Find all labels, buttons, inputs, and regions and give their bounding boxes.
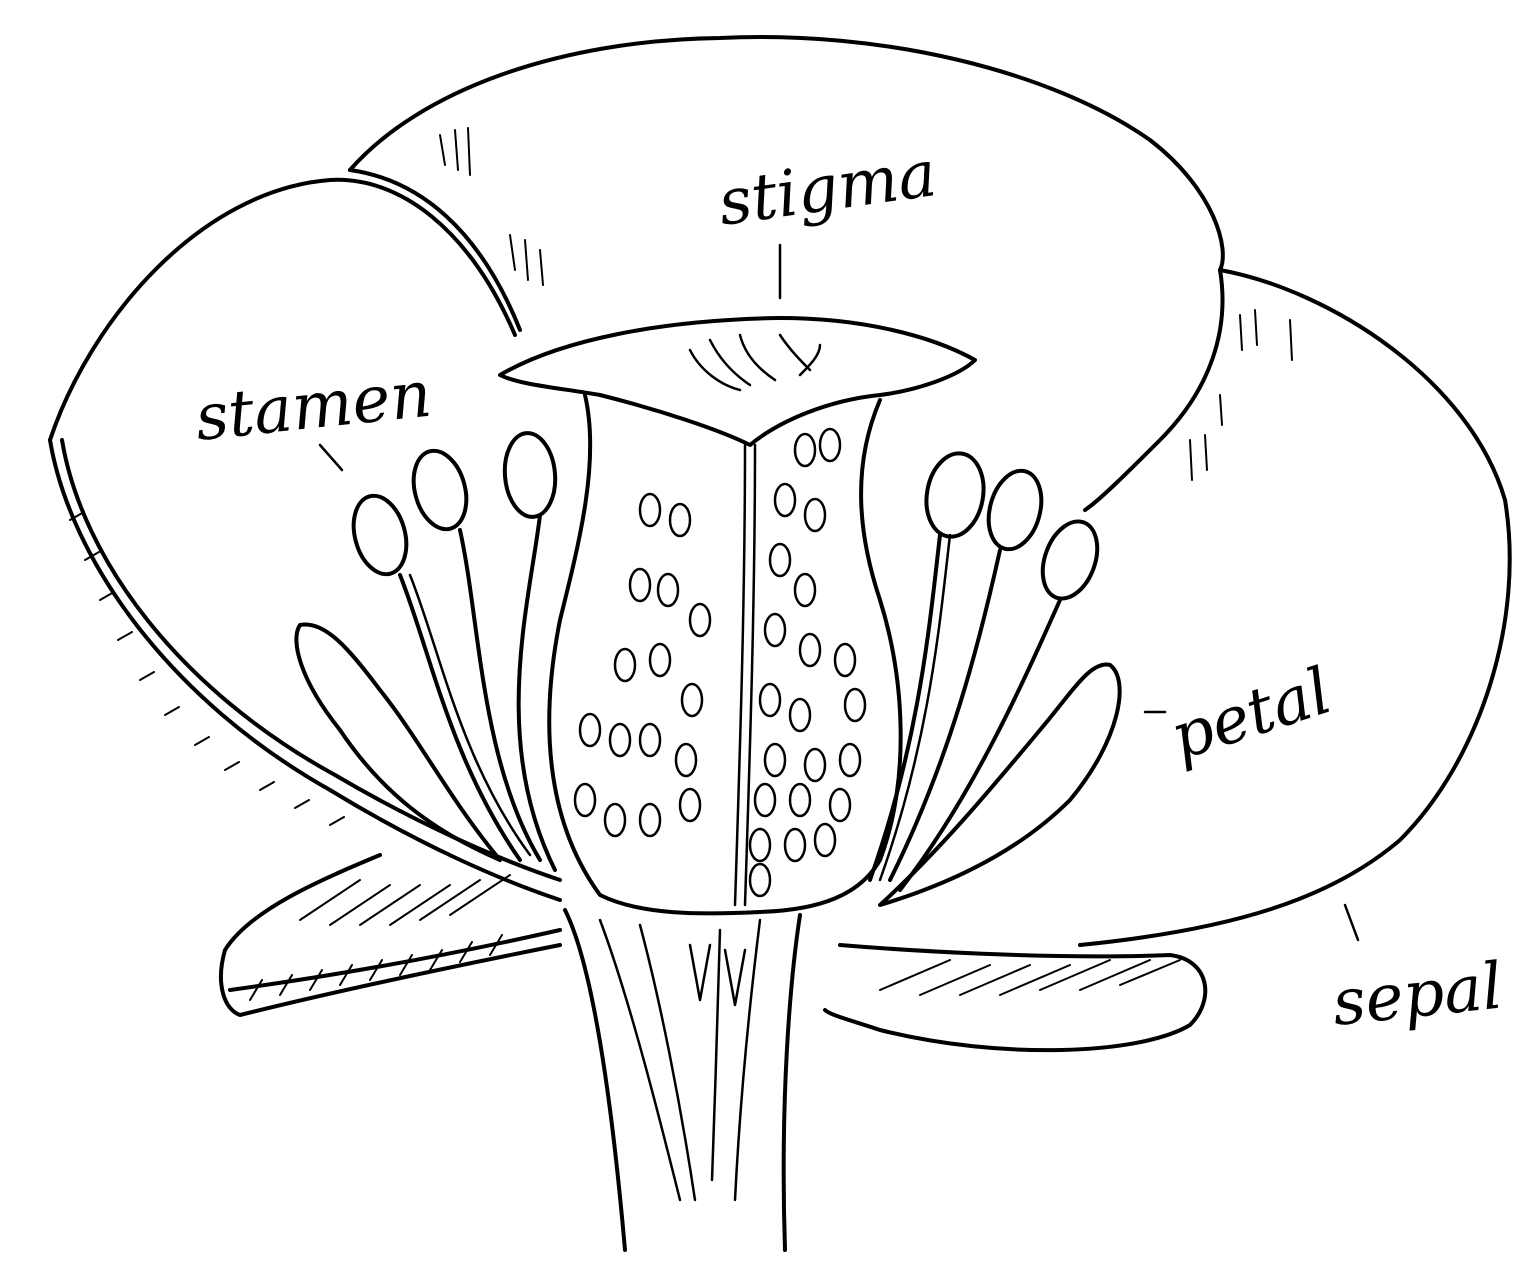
stem	[565, 910, 800, 1250]
label-stamen: stamen	[192, 358, 435, 456]
stamens-left	[296, 431, 558, 870]
label-petal: petal	[1162, 654, 1340, 775]
stamen-leader	[320, 445, 342, 470]
ovary	[500, 318, 975, 913]
ovules	[575, 429, 865, 896]
sepal-outlines	[221, 855, 1205, 1050]
label-leaders	[320, 245, 1358, 940]
stamens-right	[870, 449, 1120, 905]
label-stigma: stigma	[714, 137, 941, 241]
sepal-leader	[1345, 905, 1358, 940]
label-sepal: sepal	[1329, 950, 1506, 1041]
